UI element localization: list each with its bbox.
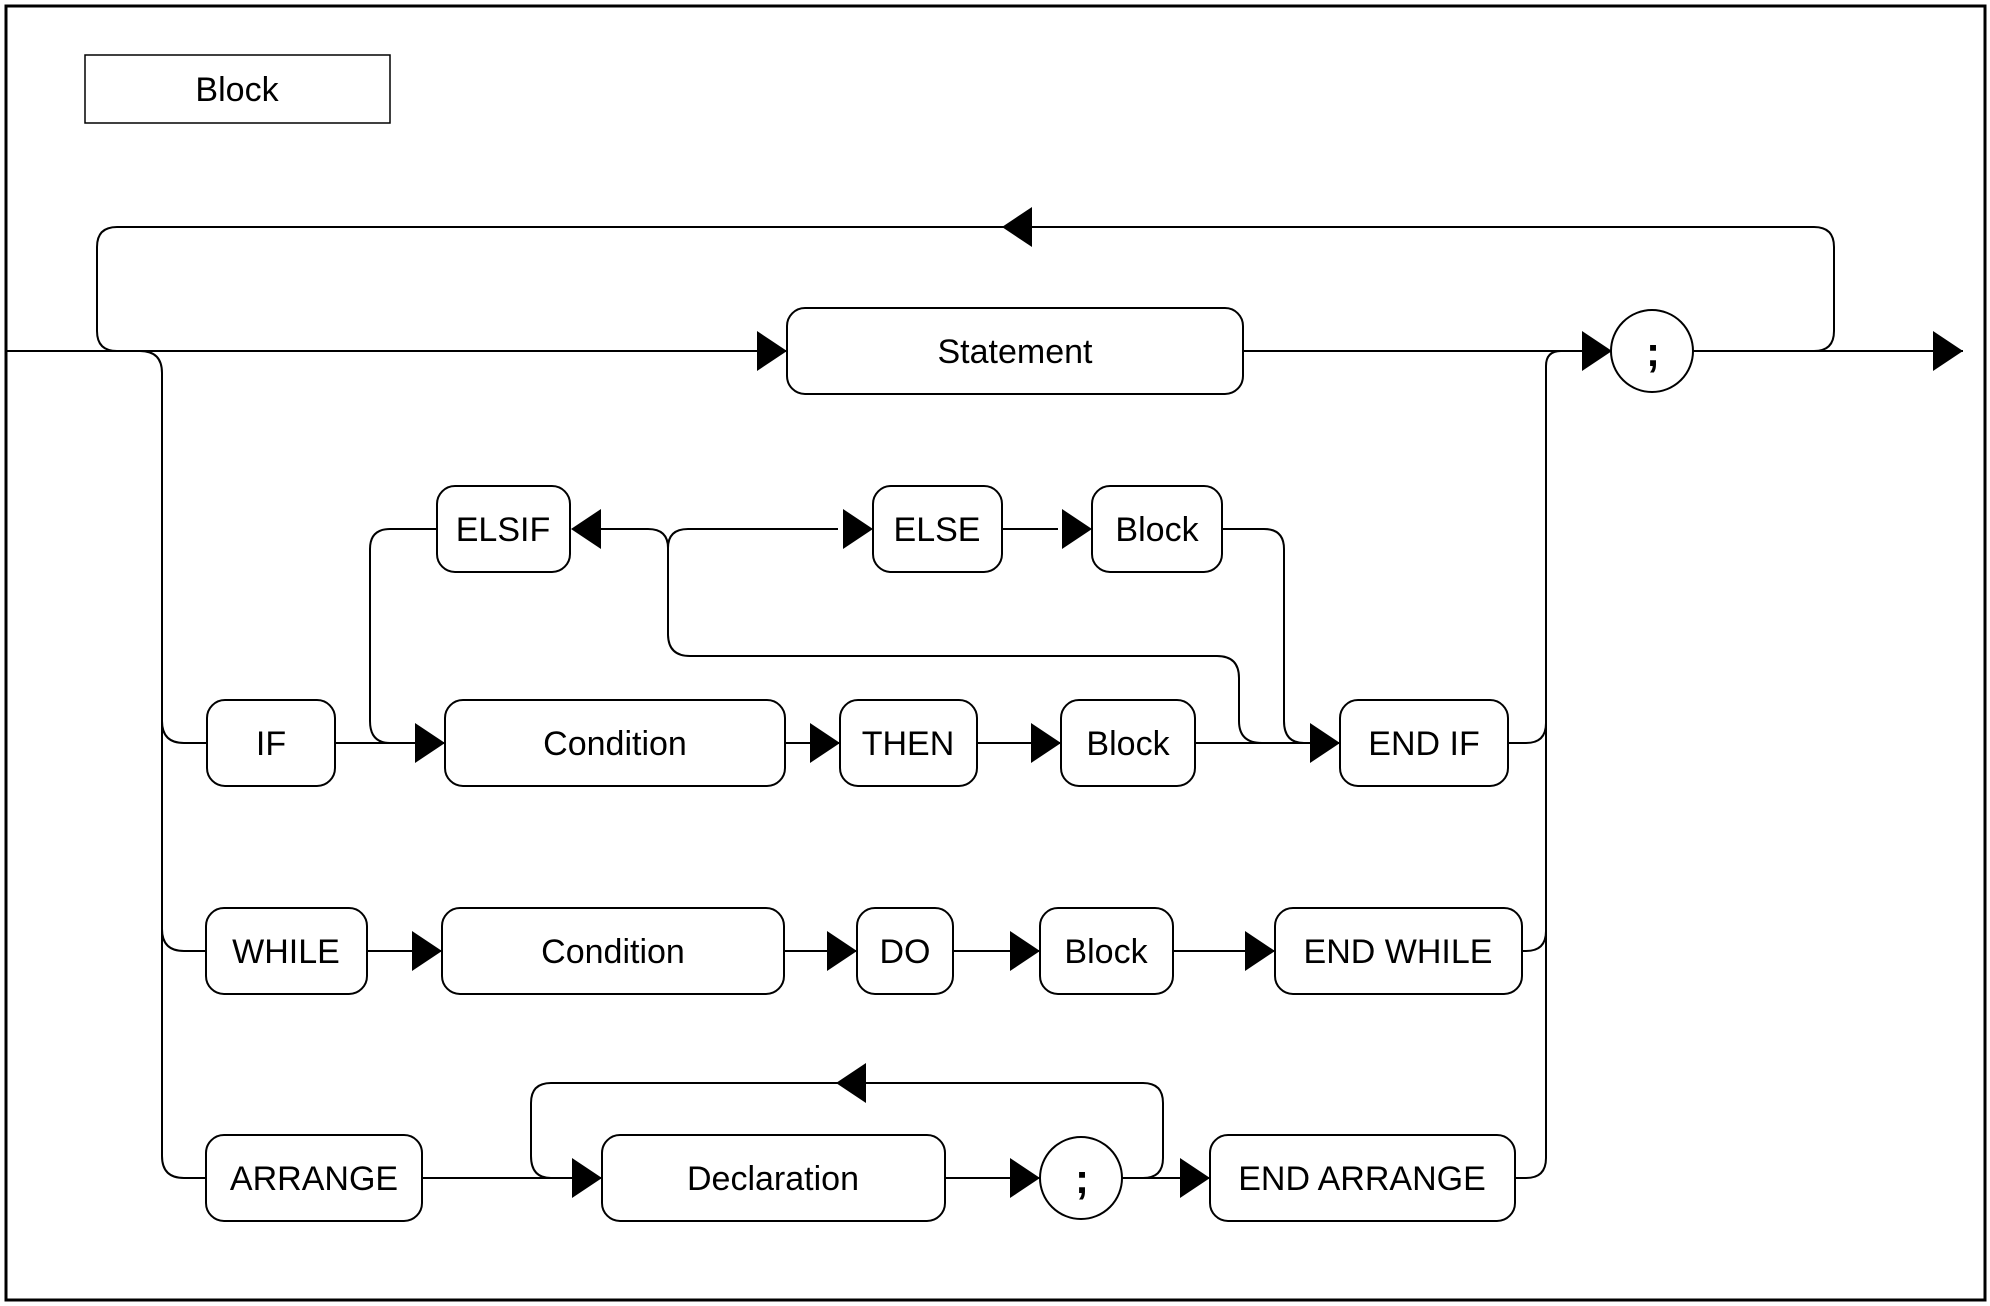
node-semicolon-main: ; bbox=[1610, 309, 1694, 393]
arrange-label: ARRANGE bbox=[230, 1160, 398, 1198]
node-else-block: Block bbox=[1091, 485, 1223, 573]
statement-box bbox=[786, 307, 1244, 395]
arrow-into-arrange-semicolon bbox=[1010, 1158, 1040, 1198]
connector-elsif-return bbox=[369, 528, 437, 744]
else-block-label: Block bbox=[1115, 511, 1199, 549]
connector-elseblock-return bbox=[1222, 528, 1305, 744]
then-label: THEN bbox=[862, 725, 955, 763]
end-arrange-label: END ARRANGE bbox=[1238, 1160, 1486, 1198]
node-if: IF bbox=[206, 699, 336, 787]
connector-declaration-loop-left bbox=[530, 1082, 552, 1179]
arrow-into-while-condition bbox=[412, 931, 442, 971]
node-if-condition: Condition bbox=[444, 699, 786, 787]
while-block-box bbox=[1039, 907, 1174, 995]
arrow-into-do bbox=[827, 931, 857, 971]
connector-else-option-start bbox=[667, 528, 838, 549]
arrow-into-elsif bbox=[571, 509, 601, 549]
connector-branch-to-while bbox=[161, 928, 206, 952]
node-end-while: END WHILE bbox=[1274, 907, 1523, 995]
arrows bbox=[412, 207, 1963, 1198]
then-box bbox=[839, 699, 978, 787]
arrow-statement-loop-back bbox=[1002, 207, 1032, 247]
arrow-into-declaration bbox=[572, 1158, 602, 1198]
else-label: ELSE bbox=[894, 511, 981, 549]
title-box bbox=[84, 54, 391, 124]
end-while-label: END WHILE bbox=[1304, 933, 1493, 971]
connector-endif-exit bbox=[1508, 722, 1547, 744]
node-while: WHILE bbox=[205, 907, 368, 995]
arrow-into-if-block bbox=[1031, 723, 1061, 763]
connector-statement-repeat-loop bbox=[96, 226, 1835, 352]
if-box bbox=[206, 699, 336, 787]
declaration-box bbox=[601, 1134, 946, 1222]
arrow-declaration-loop-back bbox=[836, 1063, 866, 1103]
do-label: DO bbox=[880, 933, 931, 971]
connector-branch-split-vertical bbox=[139, 350, 206, 1179]
title-label: Block bbox=[195, 71, 279, 109]
arrow-into-end-arrange bbox=[1180, 1158, 1210, 1198]
if-condition-label: Condition bbox=[543, 725, 687, 763]
elsif-label: ELSIF bbox=[456, 511, 550, 549]
arrow-into-while-block bbox=[1010, 931, 1040, 971]
end-while-box bbox=[1274, 907, 1523, 995]
do-box bbox=[856, 907, 954, 995]
arrow-into-else bbox=[843, 509, 873, 549]
arrow-into-statement bbox=[757, 331, 787, 371]
end-arrange-box bbox=[1209, 1134, 1516, 1222]
end-if-label: END IF bbox=[1368, 725, 1479, 763]
while-label: WHILE bbox=[232, 933, 340, 971]
node-statement: Statement bbox=[786, 307, 1244, 395]
arrow-into-end-while bbox=[1245, 931, 1275, 971]
node-declaration: Declaration bbox=[601, 1134, 946, 1222]
while-condition-label: Condition bbox=[541, 933, 685, 971]
connectors bbox=[7, 226, 1963, 1179]
while-block-label: Block bbox=[1064, 933, 1148, 971]
arrange-semicolon-circle bbox=[1039, 1136, 1123, 1220]
arrow-into-semicolon bbox=[1582, 331, 1612, 371]
node-arrange: ARRANGE bbox=[205, 1134, 423, 1222]
while-box bbox=[205, 907, 368, 995]
arrow-into-if-condition bbox=[415, 723, 445, 763]
else-block-box bbox=[1091, 485, 1223, 573]
statement-label: Statement bbox=[938, 333, 1094, 371]
node-while-condition: Condition bbox=[441, 907, 785, 995]
end-if-box bbox=[1339, 699, 1509, 787]
node-end-arrange: END ARRANGE bbox=[1209, 1134, 1516, 1222]
node-end-if: END IF bbox=[1339, 699, 1509, 787]
arrow-diagram-exit bbox=[1933, 331, 1963, 371]
nodes: Statement ; ELSIF ELSE Block IF Conditio… bbox=[205, 307, 1694, 1222]
while-condition-box bbox=[441, 907, 785, 995]
diagram-outer-border bbox=[4, 4, 1987, 1302]
else-box bbox=[872, 485, 1003, 573]
node-while-block: Block bbox=[1039, 907, 1174, 995]
semicolon-circle bbox=[1610, 309, 1694, 393]
semicolon-label: ; bbox=[1646, 328, 1660, 375]
arrow-into-else-block bbox=[1062, 509, 1092, 549]
node-else: ELSE bbox=[872, 485, 1003, 573]
declaration-label: Declaration bbox=[687, 1160, 859, 1198]
arrow-into-end-if bbox=[1310, 723, 1340, 763]
diagram-title: Block bbox=[84, 54, 391, 124]
node-semicolon-arrange: ; bbox=[1039, 1136, 1123, 1220]
elsif-box bbox=[436, 485, 571, 573]
arrow-into-then bbox=[810, 723, 840, 763]
connector-declaration-loop-top bbox=[551, 1082, 1164, 1179]
connector-branch-to-if bbox=[161, 720, 207, 744]
connector-endarrange-exit bbox=[1515, 1157, 1547, 1179]
node-do: DO bbox=[856, 907, 954, 995]
if-condition-box bbox=[444, 699, 786, 787]
node-elsif: ELSIF bbox=[436, 485, 571, 573]
arrange-box bbox=[205, 1134, 423, 1222]
if-block-box bbox=[1060, 699, 1196, 787]
arrange-semicolon-label: ; bbox=[1075, 1155, 1089, 1202]
node-then: THEN bbox=[839, 699, 978, 787]
if-label: IF bbox=[256, 725, 286, 763]
connector-endwhile-exit bbox=[1522, 930, 1547, 952]
node-if-block: Block bbox=[1060, 699, 1196, 787]
if-block-label: Block bbox=[1086, 725, 1170, 763]
connector-collector-vertical bbox=[1545, 350, 1562, 1158]
connector-elsif-loop bbox=[601, 528, 1263, 744]
